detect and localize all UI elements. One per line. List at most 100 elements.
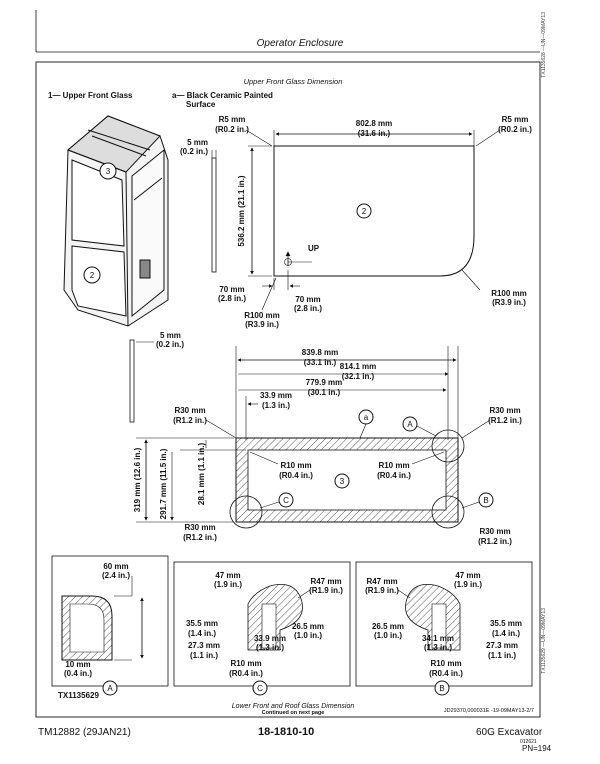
section-title: Operator Enclosure: [256, 38, 344, 49]
upper-width-mm: 802.8 mm: [356, 119, 392, 128]
roof-callout-3-text: 3: [340, 477, 345, 486]
bottom-caption: Lower Front and Roof Glass Dimension: [232, 703, 355, 710]
detail-a-figure-code: TX1135629: [58, 691, 99, 700]
roof-w4-mm: 33.9 mm: [260, 391, 292, 400]
detail-a-width-mm: 60 mm: [103, 562, 128, 571]
detail-b-273-in: (1.1 in.): [488, 651, 516, 660]
detail-c-47-mm: 47 mm: [215, 571, 240, 580]
upper-up-label: UP: [308, 244, 320, 253]
detail-c-265-in: (1.0 in.): [294, 631, 322, 640]
upper-r5-left-mm: R5 mm: [219, 115, 246, 124]
detail-c-265-mm: 26.5 mm: [292, 622, 324, 631]
detail-c-callout: C: [257, 684, 263, 693]
roof-r30-bl-in: (R1.2 in.): [183, 533, 217, 542]
upper-offset-right-mm: 70 mm: [295, 295, 320, 304]
roof-w2-mm: 814.1 mm: [340, 362, 376, 371]
roof-h3-label: 28.1 mm (1.1 in.): [197, 443, 206, 506]
detail-b-r10-mm: R10 mm: [430, 659, 461, 668]
roof-r30-tl-in: (R1.2 in.): [173, 416, 207, 425]
roof-callout-C: [278, 492, 294, 508]
continued-note: Continued on next page: [262, 710, 325, 716]
detail-b-47-mm: 47 mm: [455, 571, 480, 580]
legend-ceramic-line2: Surface: [186, 100, 216, 109]
roof-thick-mm: 5 mm: [160, 331, 181, 340]
upper-r5-right-in: (R0.2 in.): [498, 125, 532, 134]
upper-r100-left-in: (R3.9 in.): [245, 320, 279, 329]
detail-circle-a: [431, 429, 465, 463]
roof-w3-in: (30.1 in.): [308, 388, 341, 397]
detail-a-thick-in: (0.4 in.): [64, 669, 92, 678]
roof-h1-label: 319 mm (12.6 in.): [133, 447, 142, 512]
header-rules: [35, 10, 540, 53]
detail-circle-c: [229, 495, 263, 529]
roof-w3-mm: 779.9 mm: [306, 378, 342, 387]
detail-b-341-mm: 34.1 mm: [422, 634, 454, 643]
upper-glass-callout-2-text: 2: [362, 207, 367, 216]
roof-r30-tl-mm: R30 mm: [174, 406, 205, 415]
footer-model: 60G Excavator: [476, 727, 543, 738]
detail-b-341-in: (1.3 in.): [424, 643, 452, 652]
detail-b-265-mm: 26.5 mm: [372, 622, 404, 631]
roof-r30-bl-mm: R30 mm: [184, 523, 215, 532]
detail-c-r10-mm: R10 mm: [230, 659, 261, 668]
roof-callout-a-text: a: [364, 413, 369, 422]
roof-r10-left-in: (R0.4 in.): [279, 471, 313, 480]
upper-offset-left-mm: 70 mm: [219, 285, 244, 294]
legend-ceramic-line1: a— Black Ceramic Painted: [172, 91, 273, 100]
cab-callout-2: [83, 266, 101, 284]
detail-c-355-mm: 35.5 mm: [186, 619, 218, 628]
detail-b-265-in: (1.0 in.): [374, 631, 402, 640]
upper-r100-right-in: (R3.9 in.): [492, 298, 526, 307]
roof-w1-in: (33.1 in.): [304, 358, 337, 367]
roof-w1-mm: 839.8 mm: [302, 348, 338, 357]
upper-glass-callout-2: [356, 203, 372, 219]
roof-callout-A: [402, 416, 418, 432]
upper-height-label: 536.2 mm (21.1 in.): [237, 175, 246, 246]
detail-c-273-mm: 27.3 mm: [188, 641, 220, 650]
detail-b-callout: B: [439, 684, 444, 693]
roof-callout-B: [478, 492, 494, 508]
upper-r100-right-mm: R100 mm: [491, 289, 527, 298]
cab-illustration: [63, 115, 169, 327]
detail-b-355-in: (1.4 in.): [492, 629, 520, 638]
detail-c-273-in: (1.1 in.): [190, 651, 218, 660]
cab-callout-2-text: 2: [90, 271, 95, 280]
figure-frame: [35, 61, 541, 718]
upper-glass-outline: [273, 145, 475, 277]
detail-c-355-in: (1.4 in.): [188, 629, 216, 638]
roof-r30-br-mm: R30 mm: [479, 527, 510, 536]
upper-offset-right-in: (2.8 in.): [294, 304, 322, 313]
roof-w4-in: (1.3 in.): [262, 401, 290, 410]
roof-callout-C-text: C: [283, 496, 289, 505]
detail-circle-b: [431, 495, 465, 529]
detail-b-panel: R47 mm (R1.9 in.) 47 mm (1.9 in.) 26.5 m…: [355, 561, 533, 696]
detail-c-339-mm: 33.9 mm: [254, 634, 286, 643]
roof-r10-left-mm: R10 mm: [280, 461, 311, 470]
footer-pn: PN=194: [522, 744, 552, 753]
roof-r30-tr-mm: R30 mm: [489, 406, 520, 415]
detail-a-panel: 60 mm (2.4 in.) 10 mm (0.4 in.) A TX1135…: [51, 555, 169, 700]
detail-a-thick-mm: 10 mm: [65, 660, 90, 669]
roof-w2-in: (32.1 in.): [342, 372, 375, 381]
roof-glass-diagram: 5 mm (0.2 in.) 839.8 mm (33.1 in.) 814.1…: [129, 331, 522, 546]
detail-b-r10-in: (R0.4 in.): [429, 669, 463, 678]
roof-h2-label: 291.7 mm (11.5 in.): [159, 448, 168, 519]
detail-b-r47-mm: R47 mm: [366, 577, 397, 586]
roof-glass-edge-view: [129, 339, 135, 423]
detail-c-r47-in: (R1.9 in.): [309, 586, 343, 595]
roof-callout-3: [334, 473, 350, 489]
roof-r10-right-in: (R0.4 in.): [377, 471, 411, 480]
upper-diagram-title: Upper Front Glass Dimension: [244, 77, 343, 86]
detail-c-47-in: (1.9 in.): [214, 580, 242, 589]
upper-r100-left-mm: R100 mm: [244, 311, 280, 320]
detail-c-339-in: (1.3 in.): [256, 643, 284, 652]
upper-glass-edge-view: [211, 157, 217, 273]
footer-model-code: 012621: [520, 739, 537, 745]
upper-thick-mm: 5 mm: [187, 138, 208, 147]
detail-b-273-mm: 27.3 mm: [486, 641, 518, 650]
detail-b-47-in: (1.9 in.): [454, 580, 482, 589]
detail-c-panel: 47 mm (1.9 in.) R47 mm (R1.9 in.) 35.5 m…: [173, 561, 351, 696]
upper-r5-left-in: (R0.2 in.): [215, 125, 249, 134]
footer-manual-id: TM12882 (29JAN21): [38, 727, 131, 738]
roof-callout-B-text: B: [483, 496, 488, 505]
